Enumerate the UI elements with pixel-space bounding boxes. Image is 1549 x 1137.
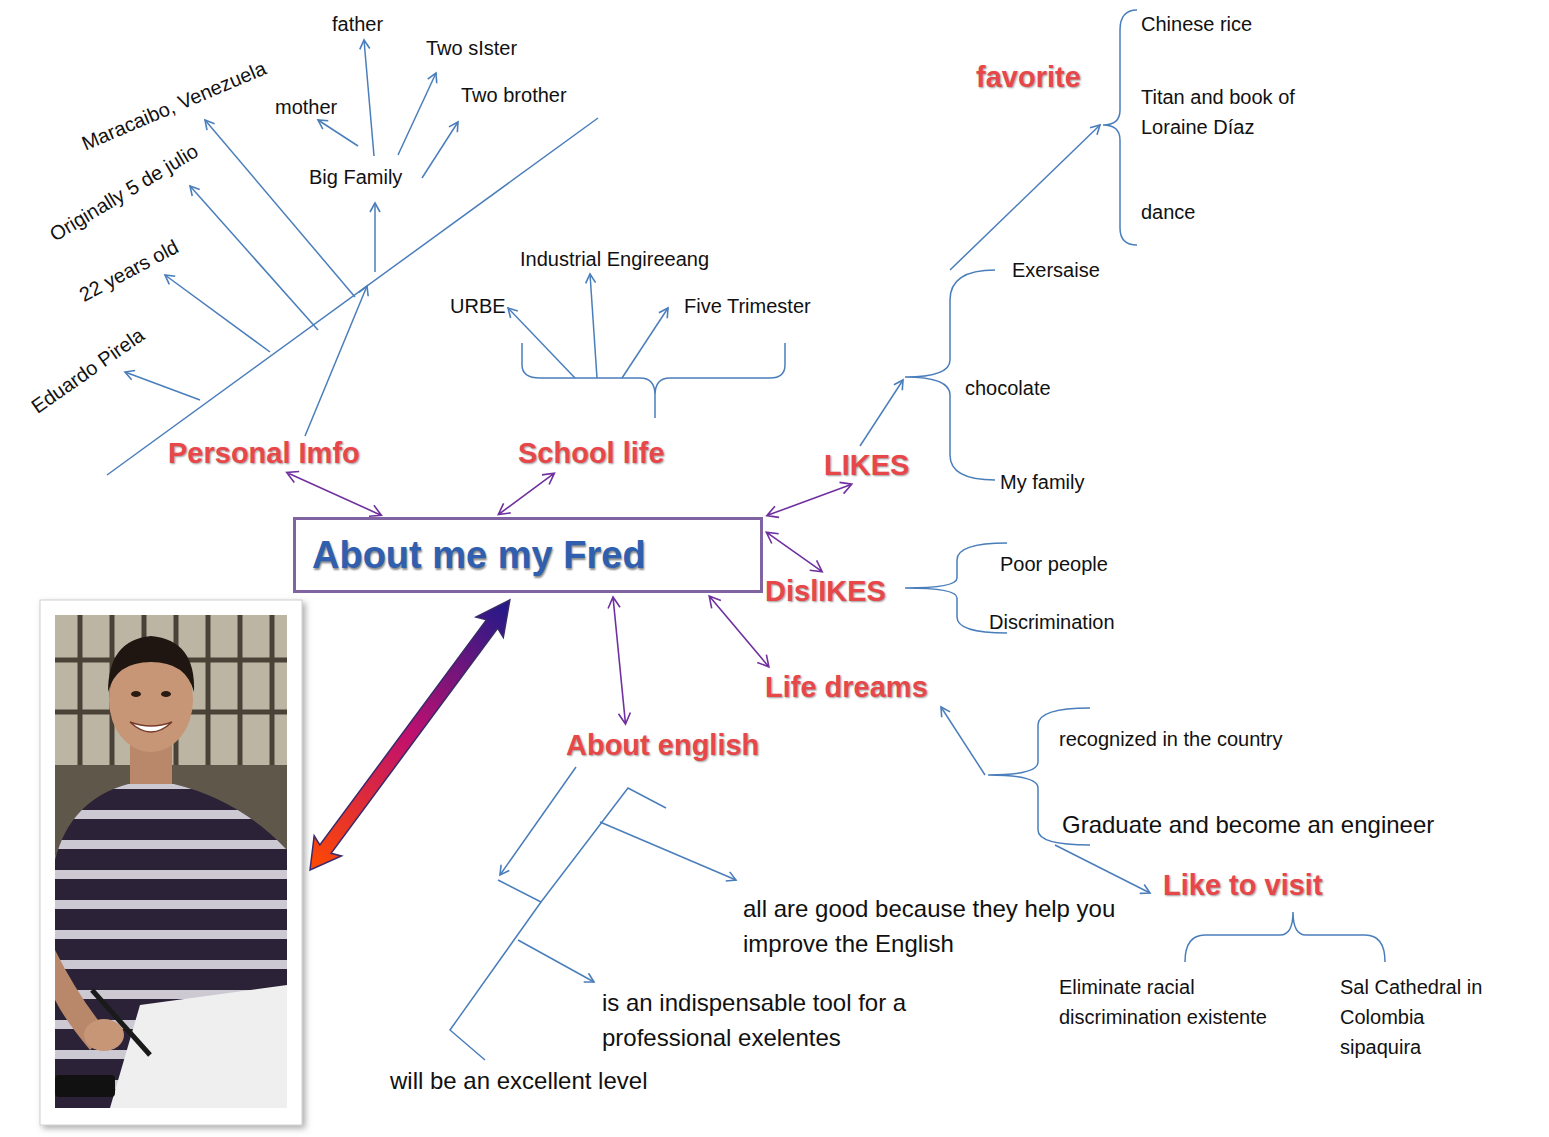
node-text: Like to visit bbox=[1163, 868, 1323, 903]
leaf-label: will be an excellent level bbox=[390, 1066, 647, 1096]
bracket bbox=[1103, 10, 1137, 245]
leader-arrow bbox=[305, 286, 367, 436]
leader-arrow bbox=[190, 186, 318, 330]
leaf-label: URBE bbox=[450, 294, 506, 319]
node-text: DislIKES bbox=[765, 574, 886, 609]
leaf-label: Originally 5 de julio bbox=[45, 139, 203, 247]
leaf-label: Two brother bbox=[461, 83, 567, 108]
node-text: Personal Imfo bbox=[168, 436, 360, 471]
gradient-arrow-body bbox=[296, 590, 523, 880]
leader-arrow bbox=[622, 308, 668, 378]
bracket bbox=[498, 788, 666, 902]
node-text: About english bbox=[566, 728, 759, 763]
photo-eye bbox=[161, 691, 171, 697]
photo-window-bars bbox=[55, 615, 287, 765]
leader-arrow bbox=[500, 767, 576, 875]
leaf-label: recognized in the country bbox=[1059, 727, 1282, 752]
leaf-label: is an indispensable tool for a professio… bbox=[602, 986, 942, 1056]
photo bbox=[40, 600, 302, 1125]
photo-hair bbox=[108, 636, 194, 692]
center-box: About me my Fred bbox=[293, 517, 763, 593]
leaf-label: Discrimination bbox=[989, 610, 1115, 635]
leaf-label: My family bbox=[1000, 470, 1084, 495]
leaf-label: mother bbox=[275, 95, 337, 120]
leaf-label: Industrial Engireeang bbox=[520, 247, 709, 272]
leader-arrow bbox=[860, 380, 903, 446]
leaf-label: Poor people bbox=[1000, 552, 1108, 577]
photo-wall bbox=[55, 615, 287, 1108]
photo-frame bbox=[40, 600, 302, 1125]
photo-hand bbox=[84, 1019, 124, 1051]
leaf-label: 22 years old bbox=[75, 234, 183, 307]
category-heading: favorite bbox=[976, 60, 1081, 95]
leaf-label: Sal Cathedral in Colombia sipaquira bbox=[1340, 972, 1490, 1062]
leader-arrow bbox=[398, 73, 436, 155]
node-text: favorite bbox=[976, 60, 1081, 95]
leaf-label: all are good because they help you impro… bbox=[743, 892, 1123, 962]
photo-paper bbox=[110, 985, 287, 1108]
leaf-label: Graduate and become an engineer bbox=[1062, 810, 1434, 840]
leaf-label: Chinese rice bbox=[1141, 12, 1252, 37]
bracket bbox=[905, 270, 995, 480]
double-arrow bbox=[498, 473, 554, 514]
bracket bbox=[450, 902, 541, 1060]
leader-arrow bbox=[422, 122, 458, 178]
bracket bbox=[522, 343, 785, 418]
category-heading: Like to visit bbox=[1163, 868, 1323, 903]
photo-shirt-stripes bbox=[55, 784, 287, 1108]
leader-arrow bbox=[1055, 845, 1150, 893]
leader-arrow bbox=[374, 203, 376, 272]
leader-arrow bbox=[318, 120, 358, 146]
photo-pen bbox=[92, 990, 150, 1055]
leaf-label: Two sIster bbox=[426, 36, 517, 61]
category-heading: Life dreams bbox=[765, 670, 928, 705]
photo-shirt bbox=[55, 784, 287, 1108]
leaf-label: dance bbox=[1141, 200, 1196, 225]
leaf-label: Big Family bbox=[309, 165, 402, 190]
leader-arrow bbox=[364, 40, 374, 156]
leader-arrow bbox=[205, 120, 355, 297]
photo-phone bbox=[55, 1075, 115, 1097]
double-arrow bbox=[766, 532, 822, 572]
category-heading: School life bbox=[518, 436, 665, 471]
leader-arrow bbox=[125, 372, 200, 400]
leaf-label: Maracaibo, Venezuela bbox=[78, 56, 270, 156]
gradient-arrow bbox=[296, 590, 523, 880]
node-text: Life dreams bbox=[765, 670, 928, 705]
double-arrow bbox=[608, 597, 630, 724]
node-text: LIKES bbox=[824, 448, 909, 483]
category-heading: DislIKES bbox=[765, 574, 886, 609]
leaf-label: Eduardo Pirela bbox=[27, 323, 150, 419]
leaf-label: Exersaise bbox=[1012, 258, 1100, 283]
leaf-label: father bbox=[332, 12, 383, 37]
photo-eye bbox=[131, 691, 141, 697]
node-text: About me my Fred bbox=[312, 534, 646, 577]
leader-arrow bbox=[941, 707, 985, 775]
double-arrow bbox=[709, 596, 769, 667]
leaf-label: chocolate bbox=[965, 376, 1051, 401]
leader-arrow bbox=[518, 940, 594, 982]
category-heading: Personal Imfo bbox=[168, 436, 360, 471]
leader-arrow bbox=[165, 275, 270, 352]
leader-arrow bbox=[508, 308, 575, 378]
leaf-label: Eliminate racial discrimination existent… bbox=[1059, 972, 1319, 1032]
double-arrow bbox=[767, 482, 852, 517]
photo-window bbox=[55, 615, 287, 765]
leader-arrow bbox=[950, 125, 1100, 270]
photo-smile bbox=[130, 722, 172, 732]
category-heading: About english bbox=[566, 728, 759, 763]
bracket bbox=[1185, 912, 1385, 962]
leaf-label: Titan and book of Loraine Díaz bbox=[1141, 82, 1341, 142]
leaf-label: Five Trimester bbox=[684, 294, 811, 319]
leader-arrow bbox=[600, 822, 736, 880]
leader-arrow bbox=[590, 274, 597, 378]
category-heading: LIKES bbox=[824, 448, 909, 483]
node-text: School life bbox=[518, 436, 665, 471]
double-arrow bbox=[287, 472, 382, 517]
